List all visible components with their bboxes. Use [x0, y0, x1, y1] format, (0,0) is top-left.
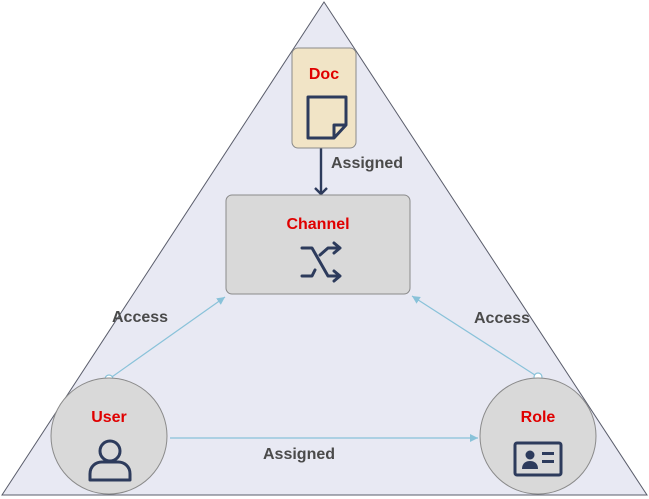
user-icon — [88, 439, 132, 482]
edge-label-doc-to-channel: Assigned — [331, 155, 403, 172]
user-node-label: User — [91, 409, 127, 426]
channel-node-box — [225, 194, 411, 295]
document-icon — [306, 95, 348, 140]
edge-label-role-to-channel: Access — [474, 310, 530, 327]
id-card-icon — [513, 441, 563, 477]
role-node[interactable]: Role — [479, 377, 597, 495]
doc-node-label: Doc — [309, 66, 339, 83]
edge-label-user-to-role: Assigned — [263, 446, 335, 463]
doc-node[interactable]: Doc — [291, 47, 357, 149]
user-node-circle — [50, 377, 168, 495]
shuffle-icon — [300, 241, 342, 283]
role-node-circle — [479, 377, 597, 495]
user-node[interactable]: User — [50, 377, 168, 495]
edge-user-to-channel — [108, 296, 226, 380]
channel-node[interactable]: Channel — [225, 194, 411, 295]
channel-node-label: Channel — [286, 216, 349, 233]
edge-role-to-channel — [411, 295, 539, 378]
edge-label-user-to-channel: Access — [112, 309, 168, 326]
role-node-label: Role — [521, 409, 556, 426]
